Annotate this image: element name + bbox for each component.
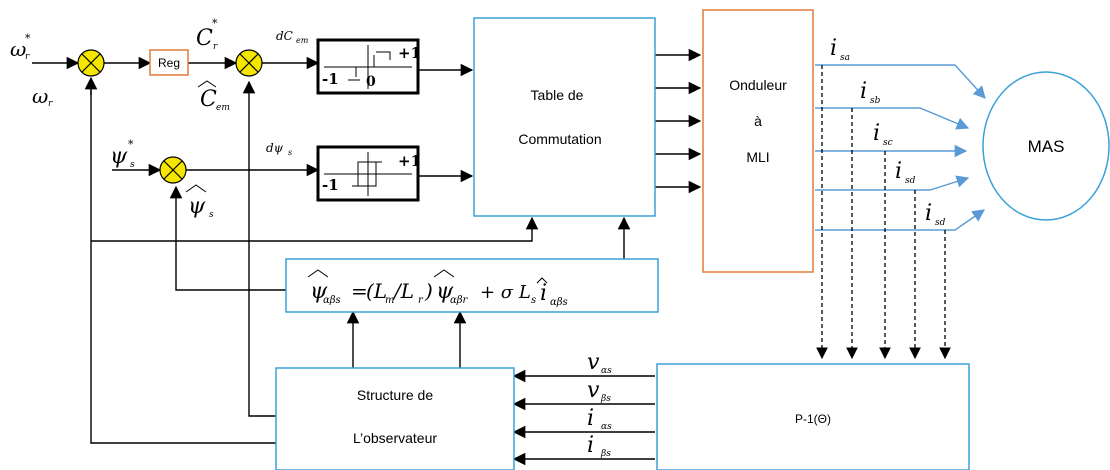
flux-est-feedback-line [169, 185, 286, 291]
eq-ls-sub: s [531, 295, 536, 306]
eq-lhs: ψ [310, 279, 328, 304]
summator-torque [235, 49, 263, 77]
eq-ratio-r: r [418, 295, 424, 306]
hyst-torque-neg: -1 [322, 70, 339, 88]
flux-err-sub: s [288, 148, 292, 157]
loop-to-table-line [91, 216, 539, 242]
hysteresis-flux-block: +1 -1 [316, 145, 421, 202]
current-label-1: i [830, 36, 837, 61]
eq-i-sub: αβs [550, 297, 568, 308]
torque-ref-sub: r [213, 42, 218, 52]
hyst-flux-pos: +1 [398, 152, 421, 170]
current-label-3: i [873, 121, 880, 146]
eq-ratio: (L [366, 279, 387, 303]
observer-input-label-3: i [587, 406, 594, 431]
omega-ref-sub: r [25, 52, 30, 62]
observer-input-sub-4: βs [600, 449, 611, 459]
torque-err-sub: em [296, 36, 309, 45]
flux-err-label: dψ [266, 141, 284, 155]
current-label-sub-1: sa [840, 53, 850, 63]
flux-est-sub: s [209, 210, 214, 220]
current-label-5: i [925, 201, 932, 226]
observer-input-sub-2: βs [600, 394, 611, 404]
current-label-sub-3: sc [883, 138, 893, 148]
regulator-label: Reg [158, 56, 180, 70]
torque-err-label: dC [276, 29, 293, 43]
summator-flux [159, 156, 187, 184]
omega-ref-sup: * [25, 32, 31, 45]
current-label-sub-4: sd [905, 176, 916, 186]
eq-psi2-sub: αβr [450, 295, 469, 306]
current-line-a [815, 64, 986, 99]
motor-label: MAS [1028, 137, 1065, 156]
current-label-4: i [895, 159, 902, 184]
eq-plus: + σ L [480, 282, 531, 303]
current-label-sub-5: sd [935, 218, 946, 228]
summator-speed [77, 49, 105, 77]
regulator-block [149, 49, 189, 76]
current-label-2: i [860, 79, 867, 104]
inverter-label-3: MLI [746, 149, 769, 165]
omega-meas-label: ω [32, 84, 48, 108]
motor-mas [982, 71, 1110, 221]
flux-ref-label: ψ [110, 144, 128, 169]
observer-label-2: L’observateur [353, 430, 437, 446]
observer-input-label-2: v [587, 378, 600, 403]
observer-input-sub-1: αs [601, 366, 612, 376]
eq-ratio-slash: /L [392, 279, 414, 303]
eq-i: i [540, 281, 547, 306]
hyst-flux-neg: -1 [322, 176, 339, 194]
inverter-block [702, 9, 814, 273]
omega-meas-sub: r [48, 99, 53, 109]
inverter-label-1: Onduleur [729, 77, 787, 93]
table-label-2: Commutation [518, 131, 601, 147]
current-label-sub-2: sb [870, 96, 881, 106]
observer-input-label-4: i [587, 433, 594, 458]
hyst-torque-pos: +1 [398, 44, 421, 62]
eq-lhs-sub: αβs [323, 295, 341, 306]
observer-input-sub-3: αs [601, 422, 612, 432]
observer-input-label-1: v [587, 350, 600, 375]
eq-psi2: ψ [436, 279, 454, 304]
eq-ratio-m: m [385, 295, 394, 306]
transform-label: P-1(Θ) [795, 412, 831, 426]
torque-est-feedback-line [242, 80, 276, 417]
inverter-label-2: à [754, 113, 762, 129]
flux-est-label: ψ [188, 194, 206, 219]
hyst-torque-zero: 0 [366, 74, 376, 90]
flux-equation: ψ αβs = (L m /L r ) ψ αβr + σ L s i αβs [307, 269, 568, 308]
flux-ref-sup: * [128, 138, 134, 151]
eq-equals: = [351, 279, 368, 303]
omega-feedback-line [90, 80, 276, 444]
torque-ref-label: C [196, 26, 213, 51]
table-label-1: Table de [531, 87, 584, 103]
flux-ref-sub: s [130, 160, 135, 170]
torque-est-label: C [200, 87, 217, 112]
current-line-d [815, 175, 970, 191]
omega-ref-label: ω [10, 37, 26, 61]
torque-ref-sup: * [212, 17, 218, 30]
observer-label-1: Structure de [357, 387, 433, 403]
torque-est-sub: em [216, 103, 230, 113]
switching-table-block [473, 17, 656, 217]
current-line-e [815, 209, 986, 231]
eq-ratio-close: ) [424, 279, 433, 303]
observer-block [275, 367, 515, 470]
hysteresis-torque-block: +1 -1 0 [316, 38, 421, 95]
transform-block [656, 363, 970, 470]
flux-equation-block [285, 258, 659, 313]
current-line-b [815, 107, 970, 130]
